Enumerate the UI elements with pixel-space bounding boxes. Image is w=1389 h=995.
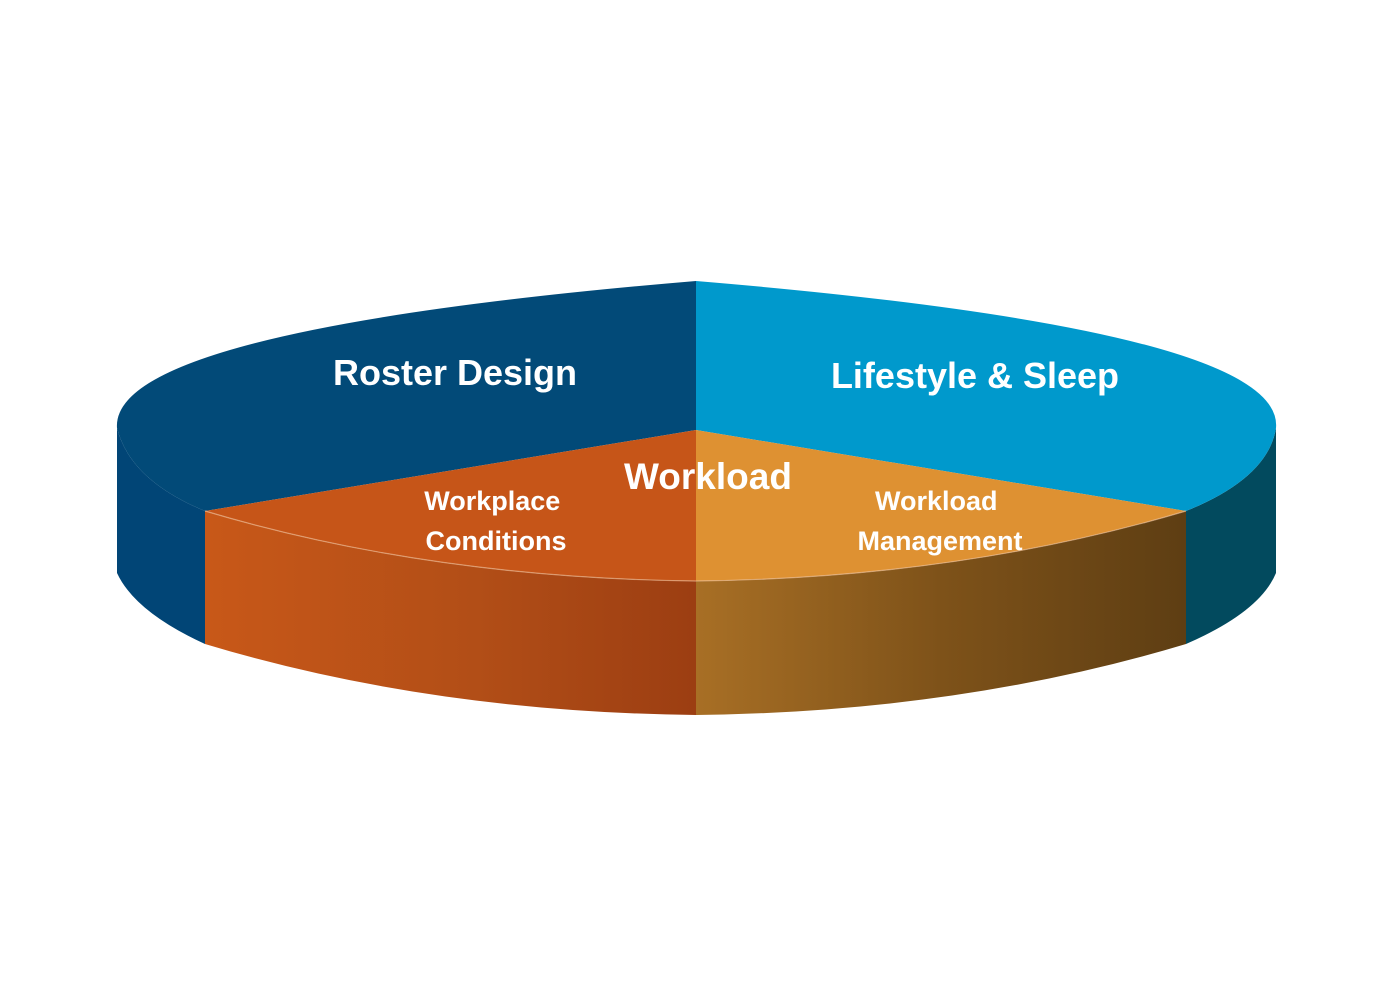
workload-title: Workload	[624, 456, 792, 497]
lifestyle-sleep-label: Lifestyle & Sleep	[831, 355, 1119, 396]
workload-management-label: Workload Management	[857, 486, 1022, 556]
roster-design-label: Roster Design	[333, 352, 577, 393]
lifestyle-sleep-slice	[696, 281, 1277, 511]
workplace-conditions-side	[205, 511, 696, 715]
workload-management-side	[696, 511, 1186, 715]
roster-design-side	[117, 428, 205, 644]
workplace-conditions-slice	[205, 430, 696, 581]
workload-management-slice	[696, 430, 1186, 581]
lifestyle-sleep-side	[1186, 428, 1276, 644]
workplace-conditions-label: Workplace Conditions	[424, 486, 568, 556]
roster-design-slice	[116, 281, 697, 511]
pie-rim-line	[204, 510, 1187, 582]
